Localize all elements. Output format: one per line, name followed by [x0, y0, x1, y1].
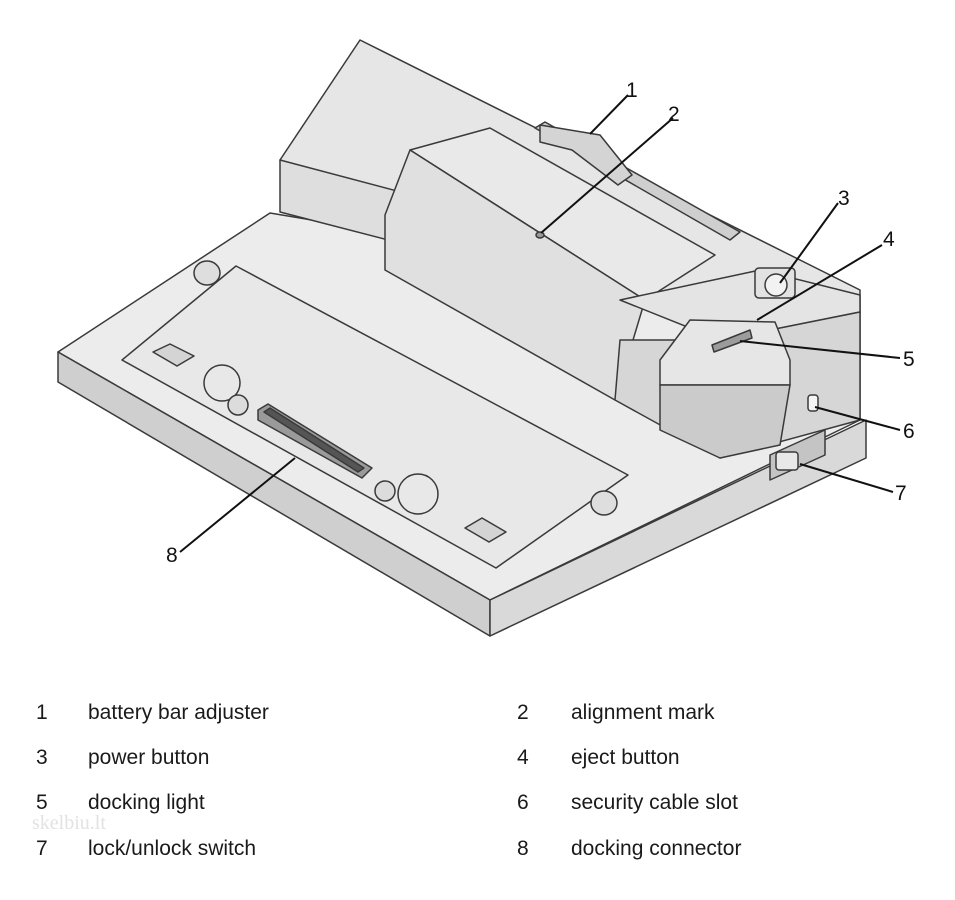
docking-light [711, 329, 753, 353]
docking-stud-right [374, 480, 396, 502]
foot-front-right [590, 490, 618, 516]
callout-number-6: 6 [903, 420, 915, 443]
pad-left [152, 343, 195, 367]
leader-lines [179, 94, 901, 553]
leader-5 [739, 340, 901, 359]
legend-number: 1 [36, 701, 48, 724]
docking-plate [121, 265, 629, 569]
callout-number-2: 2 [668, 103, 680, 126]
legend-label: docking connector [571, 837, 742, 860]
legend-label: docking light [88, 791, 205, 814]
watermark: skelbiu.lt [32, 812, 106, 834]
legend-label: power button [88, 746, 210, 769]
legend-label: battery bar adjuster [88, 701, 269, 724]
docking-station-illustration [57, 39, 867, 637]
callout-number-4: 4 [883, 228, 895, 251]
pad-right [464, 517, 507, 543]
callout-number-5: 5 [903, 348, 915, 371]
callout-number-3: 3 [838, 187, 850, 210]
legend-number: 2 [517, 701, 529, 724]
legend-label: lock/unlock switch [88, 837, 257, 860]
foot-back-left [193, 260, 221, 286]
leader-4 [756, 244, 883, 321]
leader-3 [779, 202, 839, 284]
leader-8 [179, 457, 296, 553]
legend-number: 6 [517, 791, 529, 814]
legend-number: 4 [517, 746, 529, 769]
eject-button-front [659, 384, 791, 459]
docking-stud-left [227, 394, 249, 416]
leader-6 [814, 406, 901, 431]
docking-connector-slot [263, 407, 365, 473]
callout-number-8: 8 [166, 544, 178, 567]
leader-1 [589, 94, 629, 135]
guide-post-left [203, 364, 241, 402]
leader-2 [540, 117, 674, 234]
legend-label: security cable slot [571, 791, 738, 814]
callout-legend: 1 battery bar adjuster 2 alignment mark … [0, 690, 955, 890]
legend-number: 5 [36, 791, 48, 814]
leader-7 [799, 463, 894, 493]
lock-switch-slider [775, 451, 799, 471]
alignment-mark-dot [535, 231, 545, 239]
legend-number: 8 [517, 837, 529, 860]
battery-bar-adjuster [539, 124, 633, 186]
docking-station-diagram: 1 2 3 4 5 6 7 8 [57, 39, 915, 637]
callout-number-7: 7 [895, 482, 907, 505]
legend-label: alignment mark [571, 701, 715, 724]
guide-post-right [397, 473, 439, 515]
legend-label: eject button [571, 746, 680, 769]
security-cable-slot [807, 394, 819, 412]
legend-number: 3 [36, 746, 48, 769]
legend-number: 7 [36, 837, 48, 860]
callout-number-1: 1 [626, 79, 638, 102]
